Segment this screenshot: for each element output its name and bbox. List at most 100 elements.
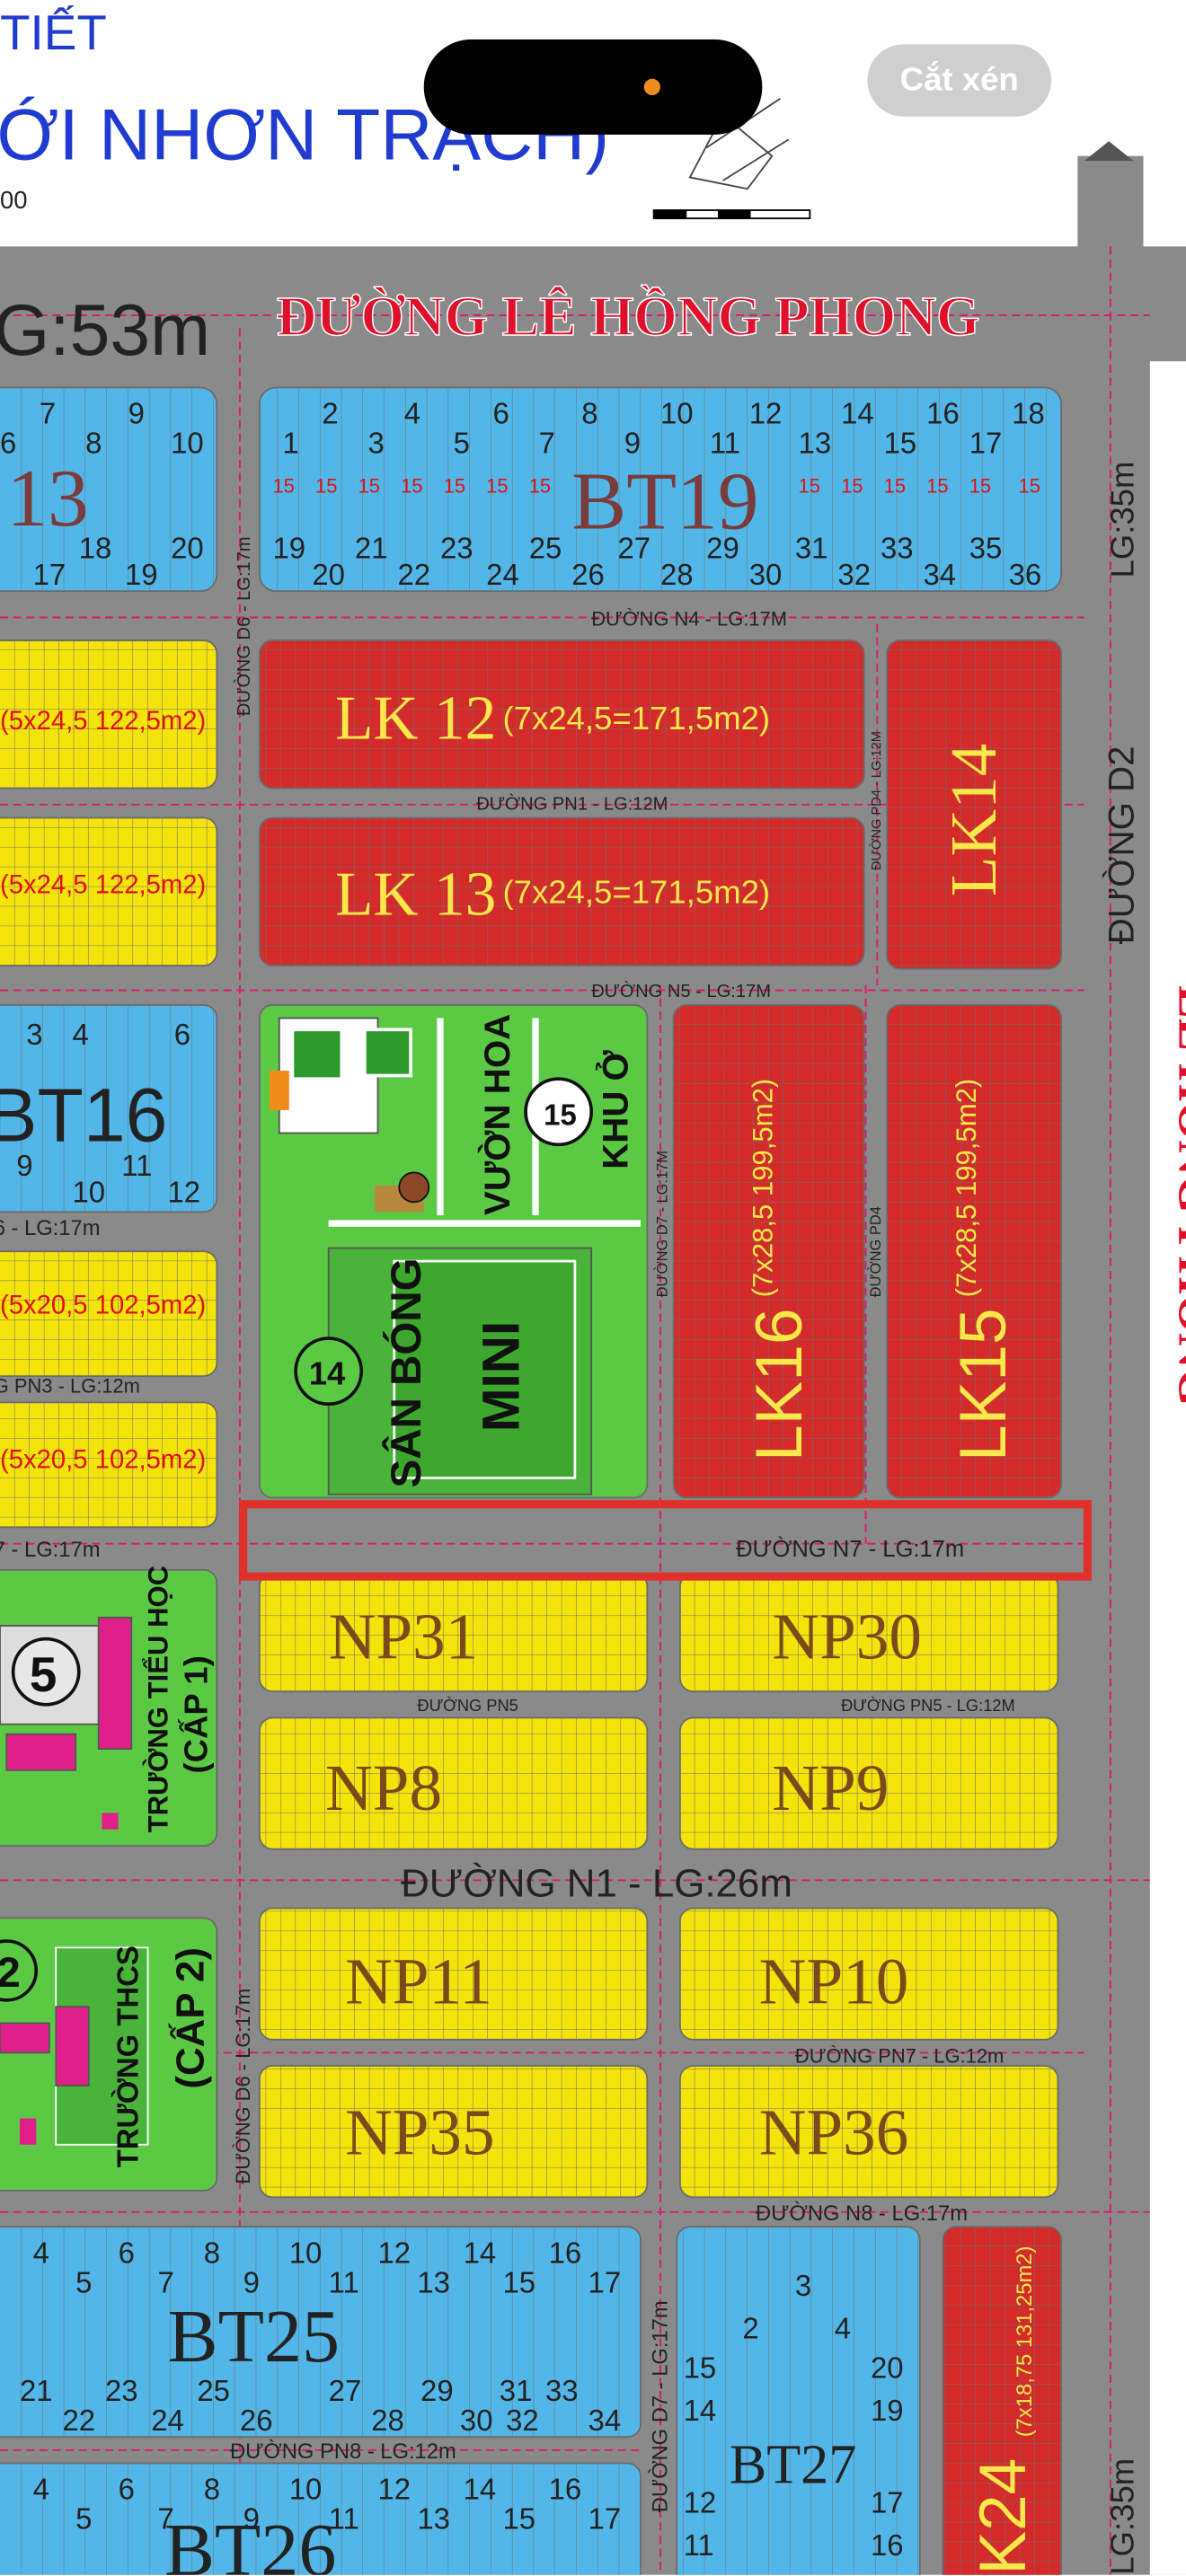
svg-text:15: 15 (926, 474, 948, 497)
svg-text:8: 8 (581, 397, 597, 430)
svg-text:19: 19 (125, 558, 158, 591)
svg-text:17: 17 (589, 2502, 622, 2536)
svg-text:31: 31 (500, 2374, 533, 2407)
svg-text:16: 16 (549, 2236, 582, 2269)
svg-text:13: 13 (417, 2265, 450, 2298)
svg-text:15: 15 (486, 474, 508, 497)
svg-text:7: 7 (539, 427, 555, 460)
label-khu-o: KHU Ở (594, 1049, 635, 1169)
svg-text:21: 21 (20, 2374, 53, 2407)
svg-text:14: 14 (841, 397, 874, 430)
label-lk16: LK16 (743, 1308, 816, 1461)
svg-text:13: 13 (417, 2502, 450, 2536)
label-np36: NP36 (759, 2096, 909, 2169)
svg-text:15: 15 (272, 474, 294, 497)
svg-text:28: 28 (660, 558, 694, 591)
svg-text:8: 8 (85, 427, 102, 460)
svg-text:11: 11 (329, 2265, 359, 2298)
svg-text:34: 34 (589, 2404, 622, 2437)
road-d6-lower: ĐƯỜNG D6 - LG:17m (232, 1989, 254, 2184)
svg-text:6: 6 (119, 2236, 135, 2269)
dynamic-island (423, 39, 763, 135)
road-lg35-bottom: LG:35m (1104, 2458, 1141, 2575)
recording-indicator-icon (643, 78, 660, 96)
svg-text:15: 15 (884, 474, 906, 497)
svg-text:4: 4 (835, 2311, 851, 2344)
label-np10: NP10 (759, 1945, 909, 2018)
svg-text:9: 9 (128, 397, 145, 430)
label-bt13: 13 (6, 453, 88, 543)
svg-text:20: 20 (171, 532, 204, 565)
svg-text:27: 27 (329, 2374, 362, 2407)
svg-text:15: 15 (529, 474, 551, 497)
svg-text:24: 24 (151, 2404, 184, 2437)
road-pn1: ĐƯỜNG PN1 - LG:12M (476, 793, 668, 814)
svg-text:2: 2 (322, 397, 338, 430)
road-pd4-upper: ĐƯỜNG PD4 - LG:12M (869, 731, 884, 870)
svg-text:9: 9 (624, 427, 641, 460)
dims-left-yellow-a: (5x24,5 122,5m2) (0, 707, 206, 736)
svg-text:7: 7 (158, 2265, 174, 2298)
svg-text:1: 1 (282, 427, 298, 460)
svg-text:19: 19 (871, 2394, 904, 2427)
road-n1: ĐƯỜNG N1 - LG:26m (401, 1862, 792, 1906)
road-n8: ĐƯỜNG N8 - LG:17m (756, 2201, 968, 2226)
svg-text:10: 10 (171, 427, 204, 460)
dims-lk12: (7x24,5=171,5m2) (502, 700, 770, 737)
svg-text:16: 16 (926, 397, 960, 430)
road-left-pn3: G PN3 - LG:12m (0, 1374, 140, 1397)
svg-text:2: 2 (742, 2311, 758, 2344)
svg-text:10: 10 (289, 2236, 323, 2269)
svg-text:15: 15 (884, 427, 917, 460)
svg-text:9: 9 (243, 2265, 260, 2298)
svg-text:15: 15 (444, 474, 465, 497)
road-d7-upper: ĐƯỜNG D7 - LG:17M (653, 1151, 670, 1297)
dims-lk16: (7x28,5 199,5m2) (747, 1079, 778, 1298)
road-pn5-left: ĐƯỜNG PN5 (417, 1696, 518, 1715)
label-san-bong: SÂN BÓNG (381, 1257, 430, 1487)
dims-left-yellow-d: (5x20,5 102,5m2) (0, 1446, 206, 1475)
svg-text:12: 12 (167, 1175, 200, 1208)
svg-text:15: 15 (315, 474, 337, 497)
road-pn8: ĐƯỜNG PN8 - LG:12m (230, 2439, 456, 2464)
road-n4: ĐƯỜNG N4 - LG:17M (591, 608, 787, 631)
svg-text:22: 22 (62, 2404, 95, 2437)
column-icon (1084, 141, 1134, 162)
svg-text:12: 12 (749, 397, 783, 430)
road-d6-upper: ĐƯỜNG D6 - LG:17m (234, 536, 254, 716)
svg-text:18: 18 (79, 532, 112, 565)
svg-text:11: 11 (121, 1149, 152, 1182)
svg-text:27: 27 (617, 532, 651, 565)
svg-text:30: 30 (460, 2404, 493, 2437)
svg-text:6: 6 (492, 397, 509, 430)
label-np35: NP35 (345, 2096, 495, 2169)
svg-text:31: 31 (795, 532, 828, 565)
svg-text:20: 20 (312, 558, 345, 591)
svg-text:7: 7 (158, 2502, 174, 2536)
svg-text:33: 33 (881, 532, 914, 565)
svg-text:28: 28 (371, 2404, 404, 2437)
svg-text:6: 6 (174, 1018, 190, 1051)
label-bt19: BT19 (571, 456, 758, 547)
label-lk14: LK14 (937, 744, 1010, 897)
svg-text:4: 4 (33, 2236, 49, 2269)
svg-text:16: 16 (871, 2528, 904, 2562)
label-school-2: 2 (0, 1949, 21, 1997)
svg-text:12: 12 (378, 2473, 412, 2506)
svg-text:30: 30 (749, 558, 783, 591)
label-secondary-school: TRƯỜNG THCS (111, 1945, 145, 2167)
svg-text:35: 35 (969, 532, 1003, 565)
crop-button[interactable]: Cắt xén (867, 44, 1052, 117)
svg-text:14: 14 (464, 2236, 497, 2269)
road-pn5-right: ĐƯỜNG PN5 - LG:12M (841, 1696, 1015, 1715)
road-n7: ĐƯỜNG N7 - LG:17m (736, 1536, 964, 1562)
svg-text:5: 5 (75, 2265, 92, 2298)
svg-text:3: 3 (26, 1018, 42, 1051)
svg-text:11: 11 (684, 2528, 714, 2562)
road-width-53: G:53m (0, 290, 210, 371)
svg-text:20: 20 (871, 2351, 904, 2384)
svg-text:8: 8 (204, 2236, 220, 2269)
